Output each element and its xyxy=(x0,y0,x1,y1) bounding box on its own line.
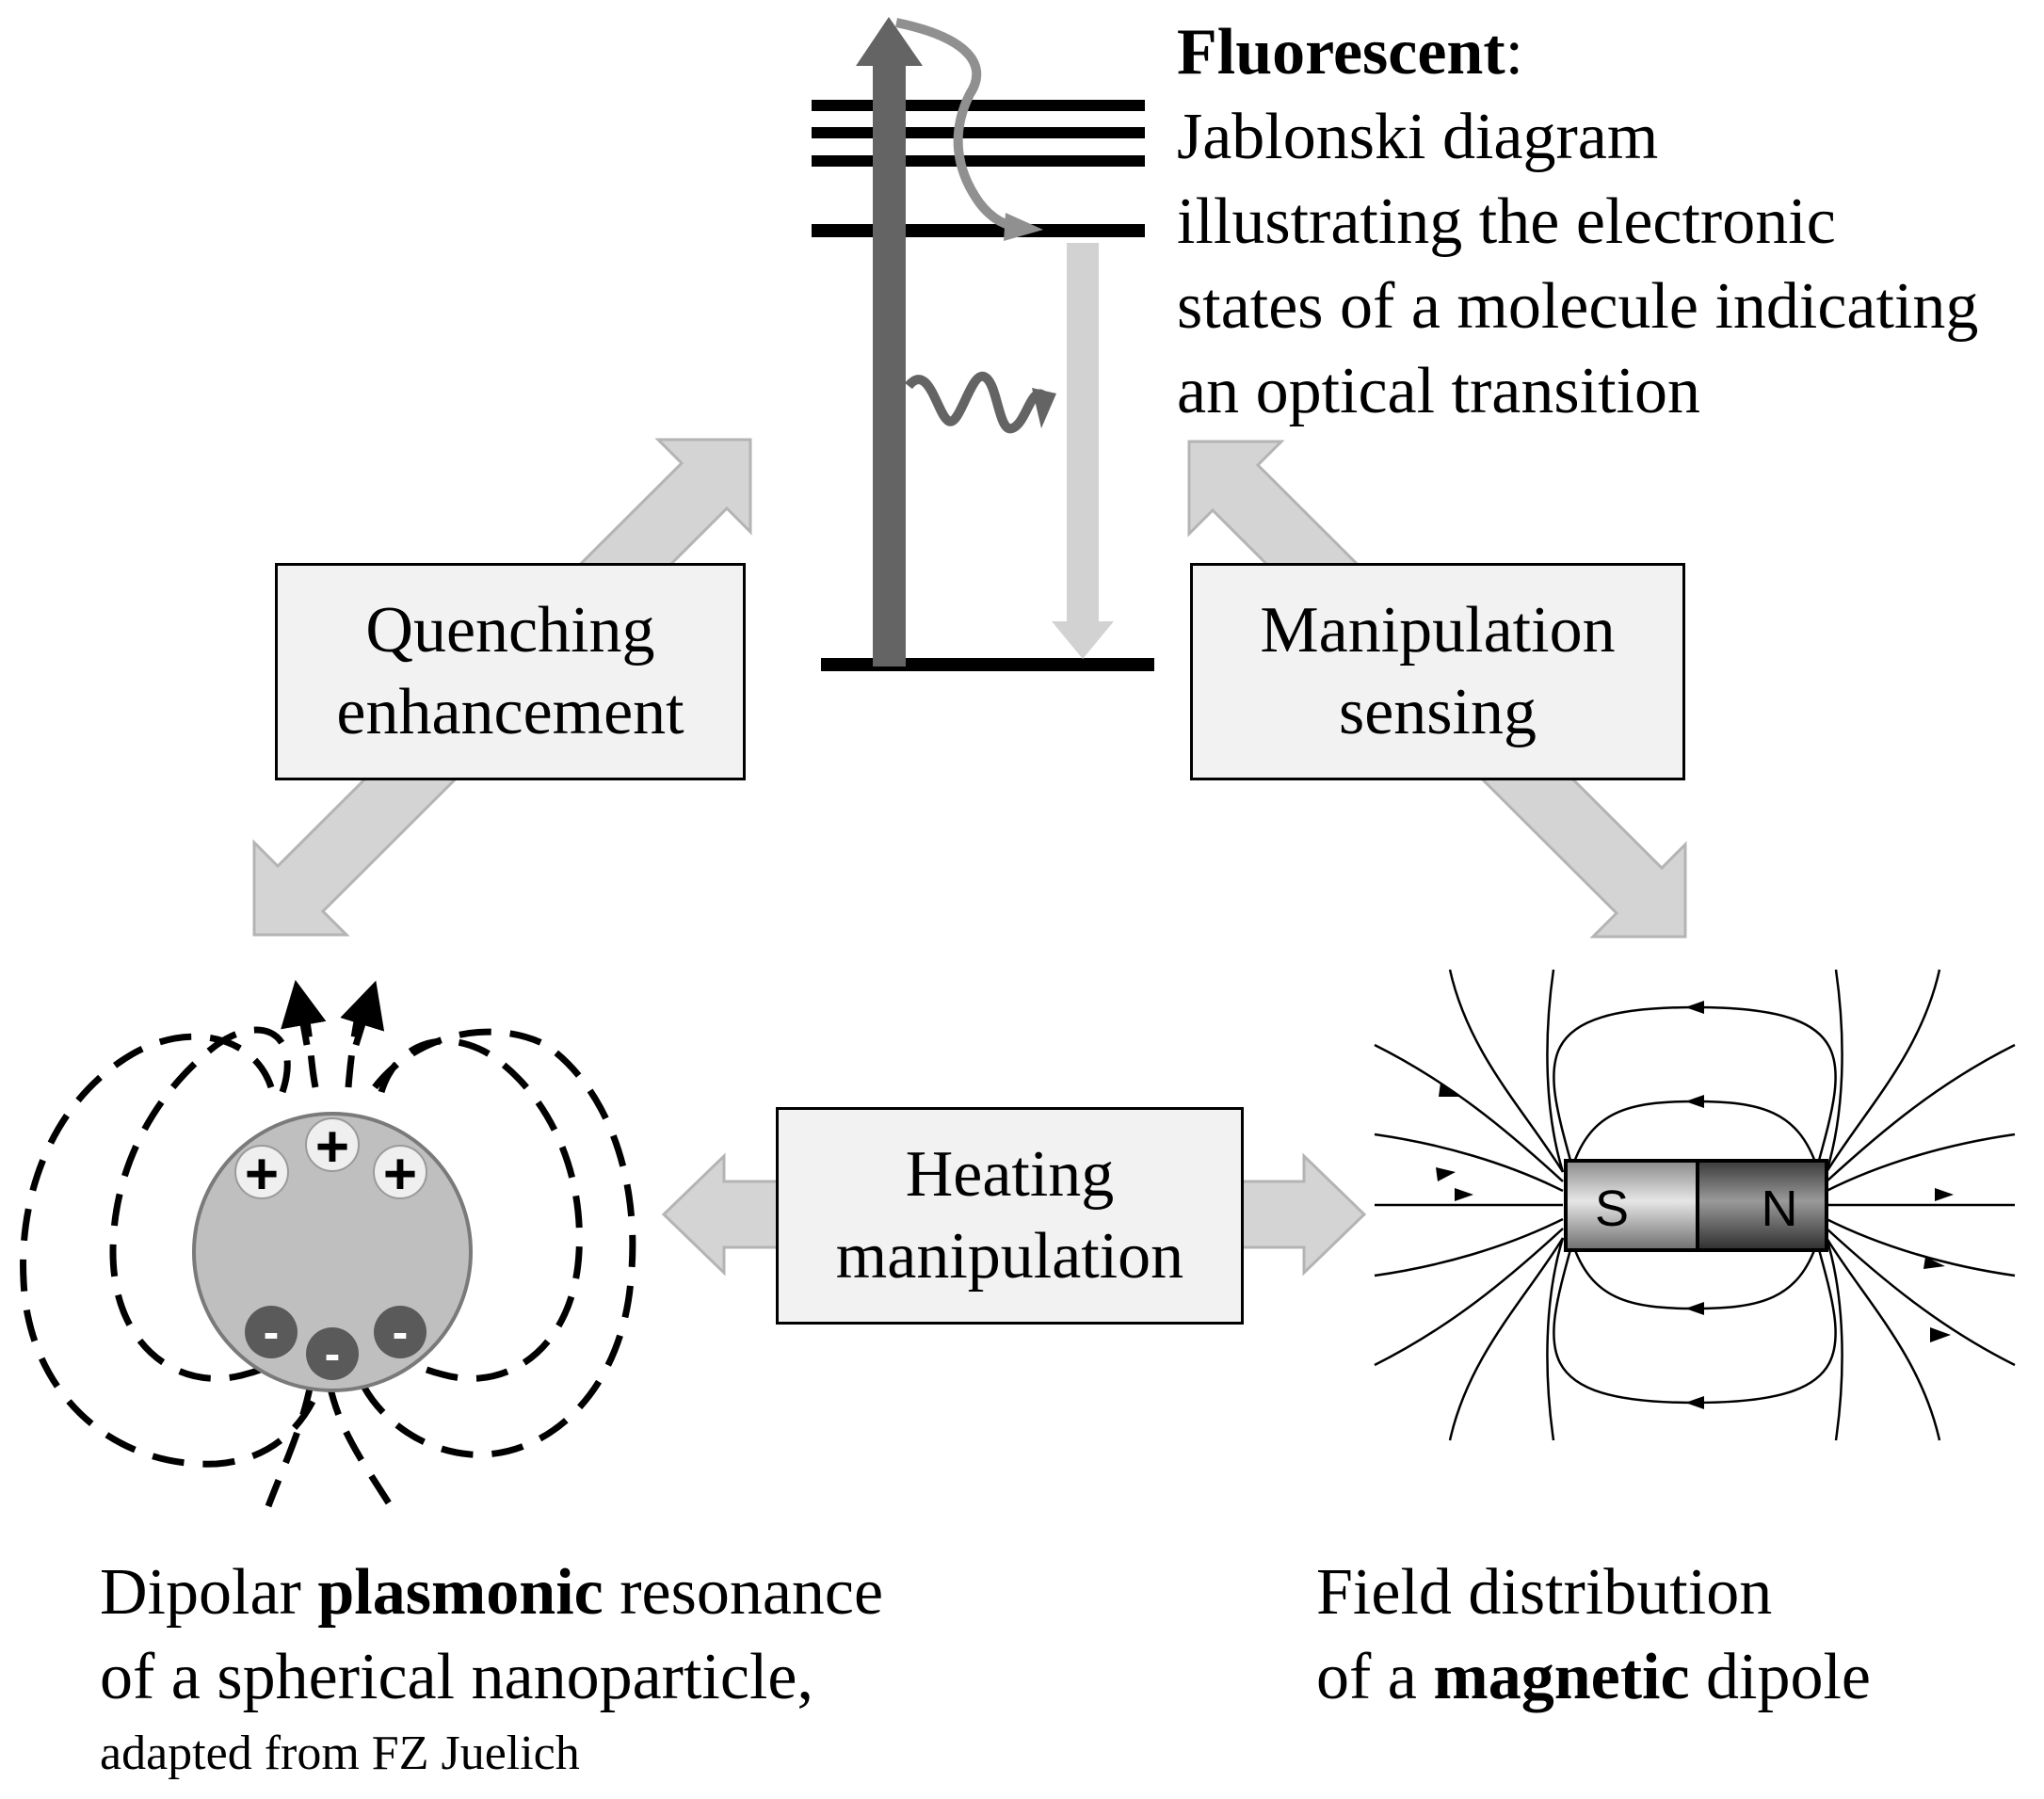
fluorescent-line-3: states of a molecule indicating xyxy=(1177,270,1979,343)
relaxation-curve-arrow xyxy=(894,18,1022,233)
magnetic-caption-pre: of a xyxy=(1316,1641,1434,1713)
magnetic-caption-bold: magnetic xyxy=(1433,1641,1690,1713)
plus-sign: + xyxy=(383,1142,417,1207)
field-arrow-right xyxy=(340,980,385,1047)
manipulation-label: Manipulation xyxy=(1260,593,1616,667)
fluorescent-title: Fluorescent: xyxy=(1177,13,1523,92)
magnetic-caption-line-1: Field distribution xyxy=(1316,1556,1773,1629)
plus-sign: + xyxy=(315,1115,349,1180)
wavy-arrow-head xyxy=(1032,388,1056,428)
excitation-arrow-shaft xyxy=(873,62,906,667)
negative-charges xyxy=(245,1306,427,1380)
heating-manipulation-label: manipulation xyxy=(835,1219,1184,1293)
north-label: N xyxy=(1762,1181,1798,1237)
magnetic-caption-post: dipole xyxy=(1689,1641,1871,1713)
plus-sign: + xyxy=(245,1142,279,1207)
emission-arrow-head xyxy=(1052,621,1114,659)
minus-sign: - xyxy=(393,1306,409,1358)
plasmonic-caption-bold: plasmonic xyxy=(317,1556,604,1629)
plasmonic-caption-line-1: Dipolar plasmonic resonance xyxy=(100,1551,883,1635)
minus-sign: - xyxy=(325,1327,341,1380)
magnet-north-pole xyxy=(1696,1159,1828,1252)
excited-state-level xyxy=(812,224,1145,237)
plasmonic-nanoparticle-illustration: + + + - - - xyxy=(20,979,636,1508)
plasmonic-caption-pre: Dipolar xyxy=(100,1556,318,1629)
heating-label: Heating xyxy=(905,1137,1115,1211)
excitation-arrow-head xyxy=(856,17,923,66)
heating-manipulation-box: Heating manipulation xyxy=(776,1107,1244,1325)
quenching-label: Quenching xyxy=(365,593,655,667)
relaxation-arrow-head xyxy=(1004,213,1043,241)
field-direction-arrows xyxy=(1436,1001,1954,1409)
sensing-label: sensing xyxy=(1339,675,1537,748)
fluorescent-title-bold: Fluorescent xyxy=(1177,16,1505,88)
fluorescent-title-colon: : xyxy=(1505,16,1524,88)
field-arrow-left xyxy=(281,979,327,1046)
manipulation-sensing-box: Manipulation sensing xyxy=(1190,563,1685,780)
jablonski-diagram xyxy=(812,17,1154,671)
ground-state-level xyxy=(821,658,1154,671)
plasmonic-caption-line-2: of a spherical nanoparticle, xyxy=(100,1641,813,1713)
magnetic-dipole-illustration: S N xyxy=(1374,969,2016,1441)
minus-sign: - xyxy=(264,1306,280,1358)
emission-arrow-shaft xyxy=(1067,243,1099,624)
south-label: S xyxy=(1595,1181,1629,1237)
fluorescent-line-4: an optical transition xyxy=(1177,355,1700,427)
enhancement-label: enhancement xyxy=(336,675,684,748)
fluorescent-line-1: Jablonski diagram xyxy=(1177,101,1659,173)
vibrational-level-3 xyxy=(812,155,1145,167)
magnet-south-pole xyxy=(1564,1159,1699,1252)
wavy-transition-arrow xyxy=(905,372,1047,434)
plasmonic-caption-post: resonance xyxy=(603,1556,884,1629)
fluorescent-line-2: illustrating the electronic xyxy=(1177,185,1836,258)
vibrational-level-2 xyxy=(812,127,1145,138)
magnetic-caption-line-2: of a magnetic dipole xyxy=(1316,1636,1871,1720)
quenching-enhancement-box: Quenching enhancement xyxy=(275,563,746,780)
vibrational-level-1 xyxy=(812,100,1145,111)
positive-charges xyxy=(234,1117,427,1199)
plasmonic-credit: adapted from FZ Juelich xyxy=(100,1727,580,1780)
